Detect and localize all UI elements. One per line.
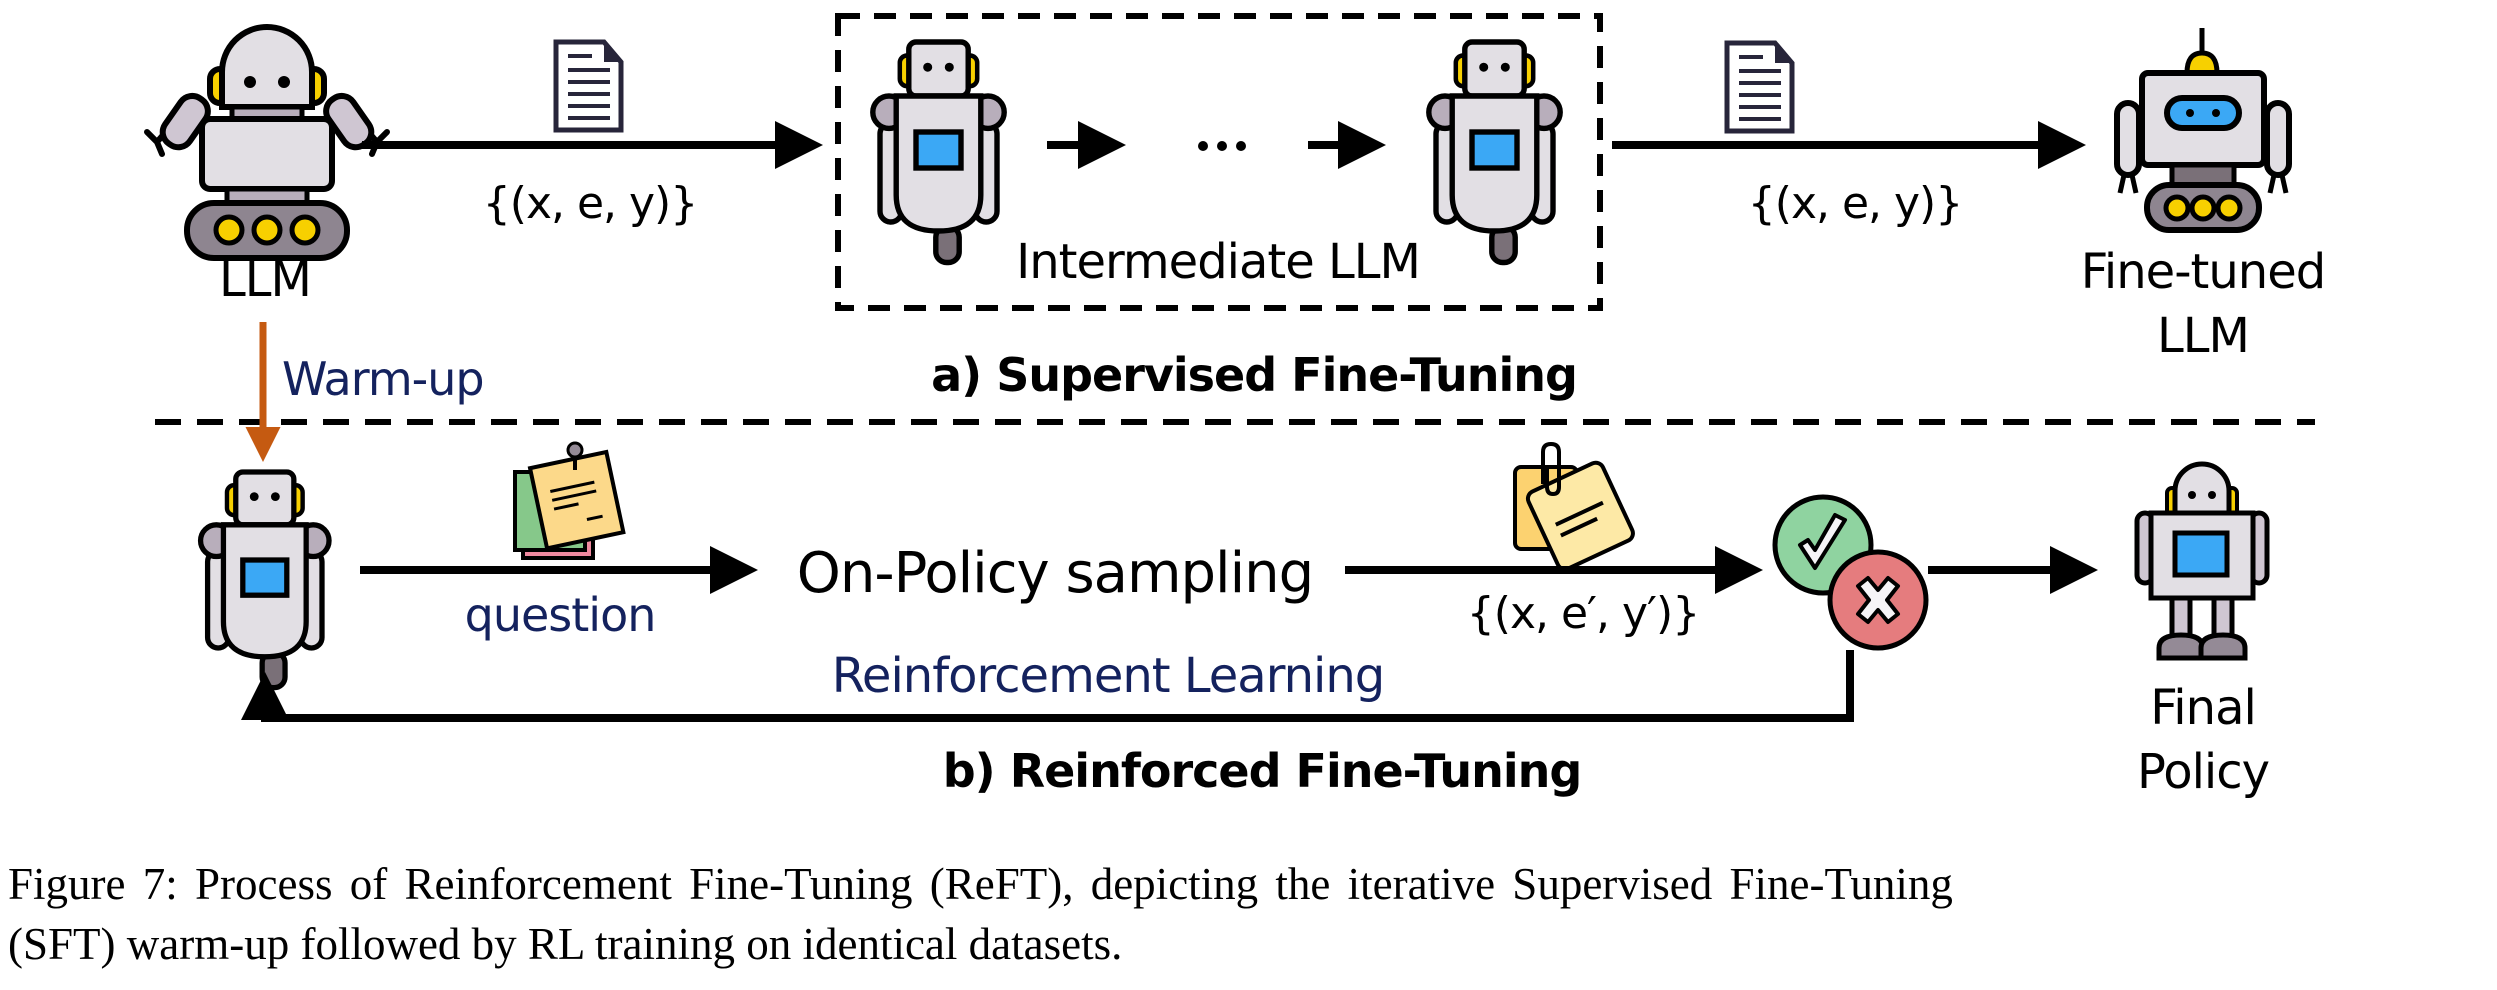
reinforcement-learning-label: Reinforcement Learning [831,648,1386,704]
llm-robot-icon [147,27,387,258]
final-policy-label-line1: Final [2150,680,2257,736]
rl-feedback-loop [241,650,1854,722]
on-policy-sampling-label: On-Policy sampling [796,541,1314,606]
warmup-label: Warm-up [282,352,485,406]
reft-section-title: b) Reinforced Fine-Tuning [942,744,1583,798]
document-icon [553,39,624,133]
training-data-label-2: {(x, e, y)} [1747,178,1963,229]
figure-caption-line1: Figure 7: Process of Reinforcement Fine-… [8,859,1953,909]
final-policy-label-line2: Policy [2136,744,2270,800]
clipped-notes-icon [1513,441,1635,572]
intermediate-llm-label: Intermediate LLM [1016,234,1421,290]
finetuned-llm-label-line1: Fine-tuned [2080,244,2326,300]
sft-section-title: a) Supervised Fine-Tuning [931,348,1578,402]
finetuned-robot-icon [2114,28,2292,233]
final-robot-icon [2134,461,2270,661]
sticky-notes-icon [513,441,626,560]
policy-robot-icon [201,472,329,688]
finetuned-llm-label-line2: LLM [2157,308,2250,364]
figure-caption-line2: (SFT) warm-up followed by RL training on… [8,919,1123,969]
intermediate-llm-box [835,13,1603,311]
training-data-label: {(x, e, y)} [482,178,698,229]
sampled-data-label: {(x, e′, y′)} [1466,588,1700,639]
ellipsis-dots [1198,141,1246,151]
llm-label: LLM [219,252,312,308]
document-icon-2 [1724,40,1795,134]
intermediate-robot-icon-2 [1429,42,1560,263]
intermediate-robot-icon-1 [873,42,1004,263]
question-label: question [464,588,657,642]
cross-circle-icon [1827,549,1929,651]
